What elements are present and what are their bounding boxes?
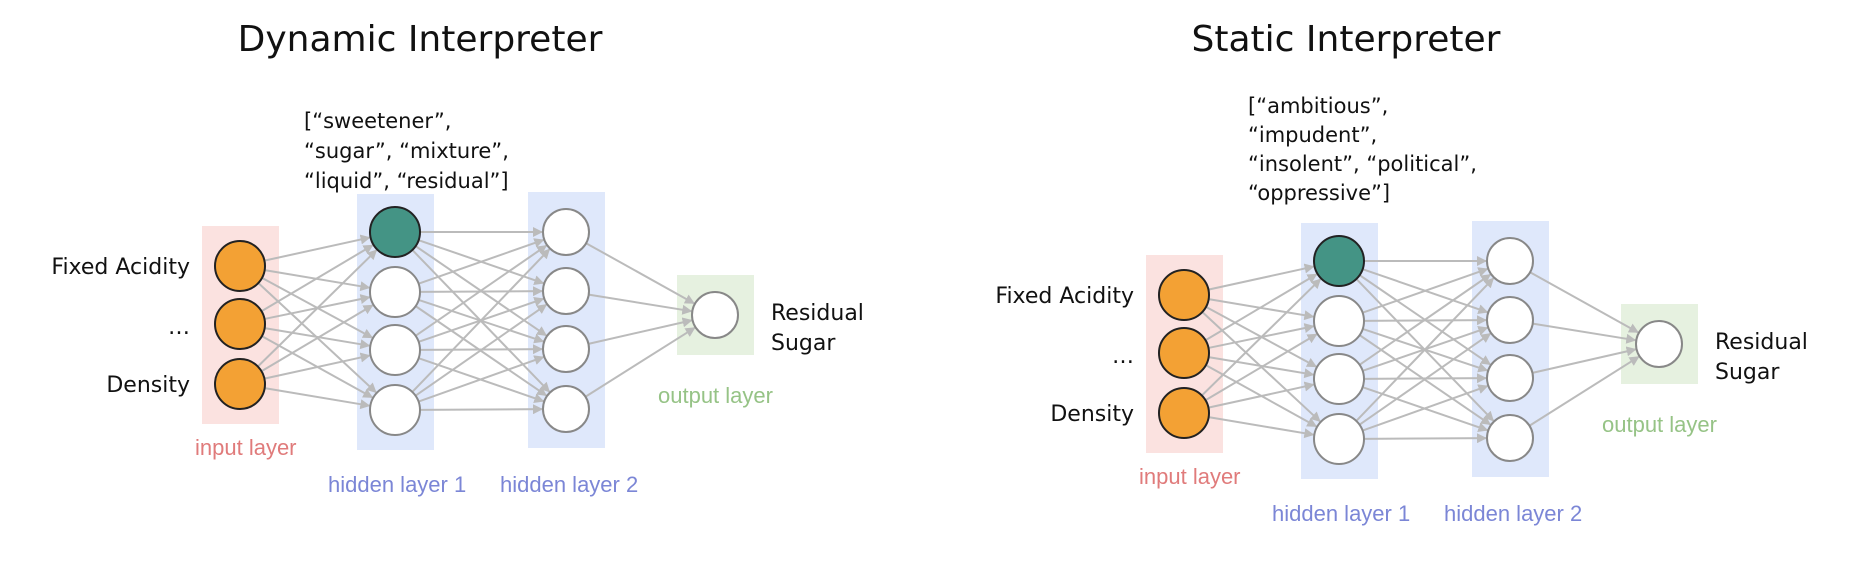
connection-edge [1529,271,1639,334]
input-neuron [214,358,266,410]
output-label: Residual Sugar [771,301,871,356]
word-list: [“sweetener”, “sugar”, “mixture”, “liqui… [304,109,516,193]
hidden-neuron [1486,354,1534,402]
input-neuron [214,298,266,350]
dynamic-interpreter-panel: Dynamic Interpreter [“sweetener”, “sugar… [51,19,871,497]
connection-edge [257,249,378,368]
word-list-line: [“sweetener”, [304,109,451,133]
output-label: Residual Sugar [1715,330,1815,385]
hidden-neuron [1486,296,1534,344]
connections [257,227,696,415]
connection-edge [264,352,371,380]
hidden-neuron [1313,295,1365,347]
feature-label-middle: … [168,315,190,340]
hidden-neuron [369,384,421,436]
word-list-line: [“ambitious”, [1248,94,1388,118]
output-neuron [691,291,739,339]
word-list-line: “sugar”, “mixture”, [304,139,509,163]
word-list: [“ambitious”, “impudent”, “insolent”, “p… [1248,94,1484,205]
connection-edge [1362,384,1489,432]
hidden-neuron [542,208,590,256]
connection-edge [419,404,544,415]
output-label-line: Residual [1715,330,1808,355]
hidden-neuron [1486,237,1534,285]
connection-edge [411,248,551,393]
connection-edge [1208,263,1315,291]
interpreted-neuron [1313,235,1365,287]
input-neuron [214,240,266,292]
hidden-neuron [542,385,590,433]
output-neuron [1635,320,1683,368]
input-layer-label: input layer [195,435,297,460]
connection-edge [418,355,545,403]
hidden-neuron [1486,414,1534,462]
connection-edge [1208,356,1315,379]
interpreted-neuron [369,206,421,258]
word-list-line: “oppressive”] [1248,181,1390,205]
output-label-line: Residual [771,301,864,326]
connection-edge [418,238,545,285]
word-list-line: “insolent”, “political”, [1248,152,1477,176]
connection-edge [588,293,693,315]
output-label-line: Sugar [771,331,836,356]
connection-edge [415,244,548,337]
panel-title: Dynamic Interpreter [238,19,603,60]
hidden-neuron [542,267,590,315]
connection-edge [585,242,695,305]
connection-edge [1532,346,1637,374]
feature-label-bottom: Density [106,373,190,398]
connection-edge [260,244,374,313]
hidden-layer-1-label: hidden layer 1 [1272,501,1410,526]
connection-edge [1532,322,1637,344]
word-list-line: “liquid”, “residual”] [304,169,509,193]
connection-edge [1201,278,1322,397]
output-layer-label: output layer [1602,412,1717,437]
feature-label-top: Fixed Acidity [51,255,190,280]
word-list-line: “impudent”, [1248,123,1377,147]
input-neuron [1158,387,1210,439]
feature-label-top: Fixed Acidity [995,284,1134,309]
connection-edge [1528,355,1640,427]
connections [1201,256,1640,444]
hidden-neuron [369,324,421,376]
hidden-neuron [1313,413,1365,465]
input-neuron [1158,269,1210,321]
hidden-neuron [369,266,421,318]
connection-edge [584,326,696,398]
feature-label-bottom: Density [1050,402,1134,427]
connection-edge [264,387,371,410]
connection-edge [264,234,371,262]
feature-label-middle: … [1112,344,1134,369]
hidden-neuron [542,325,590,373]
connection-edge [1208,381,1315,409]
connection-edge [1204,333,1318,402]
connection-edge [264,327,371,350]
output-layer-label: output layer [658,383,773,408]
neurons [214,206,739,436]
connection-edge [1362,267,1489,314]
connection-edge [588,317,693,345]
connection-edge [260,304,374,373]
hidden-layer-2-label: hidden layer 2 [1444,501,1582,526]
connection-edge [1363,433,1488,444]
connection-edge [1355,277,1495,422]
output-label-line: Sugar [1715,360,1780,385]
input-neuron [1158,327,1210,379]
connection-edge [414,303,548,397]
neurons [1158,235,1683,465]
panel-title: Static Interpreter [1192,19,1501,60]
connection-edge [1359,273,1492,366]
connection-edge [1358,332,1492,426]
connection-edge [1204,273,1318,342]
hidden-layer-2-label: hidden layer 2 [500,472,638,497]
hidden-neuron [1313,353,1365,405]
input-layer-label: input layer [1139,464,1241,489]
hidden-layer-1-label: hidden layer 1 [328,472,466,497]
static-interpreter-panel: Static Interpreter [“ambitious”, “impude… [995,19,1815,526]
connection-edge [1208,416,1315,439]
